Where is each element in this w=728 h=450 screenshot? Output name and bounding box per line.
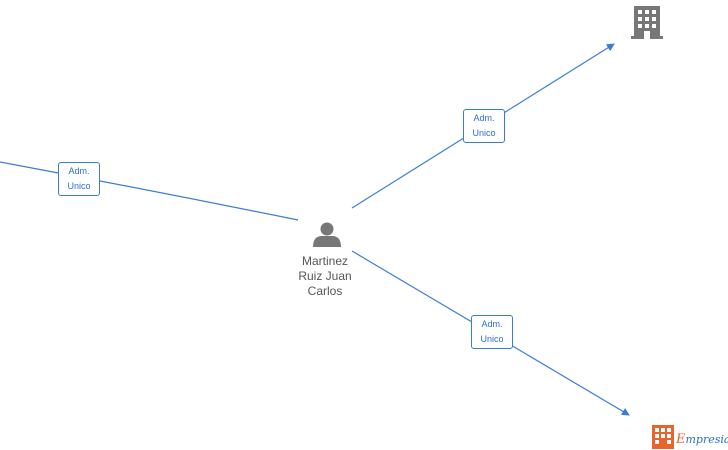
edge-label-line-2: Unico (67, 181, 91, 191)
edge-label-incoming[interactable]: Adm. Unico (58, 162, 100, 196)
edge-label-line-1: Adm. (481, 319, 503, 329)
edge-label-line-1: Adm. (473, 113, 495, 123)
person-name[interactable]: Martinez Ruiz Juan Carlos (283, 254, 367, 299)
watermark-text: Empresia (675, 432, 728, 447)
person-icon[interactable] (313, 222, 341, 248)
edge-line-incoming (0, 161, 299, 221)
edge-label-bottom-company[interactable]: Adm. Unico (471, 315, 513, 349)
person-name-line-1: Martinez (301, 254, 348, 268)
empresia-logo: Empresia (652, 425, 728, 449)
person-name-line-2: Ruiz Juan (298, 269, 352, 283)
watermark-initial: E (675, 432, 686, 447)
edge-label-top-company[interactable]: Adm. Unico (463, 109, 505, 143)
watermark-rest: mpresia (686, 433, 728, 446)
person-name-line-3: Carlos (307, 284, 343, 298)
building-icon[interactable] (631, 6, 663, 39)
edge-label-line-1: Adm. (68, 166, 90, 176)
edge-label-line-2: Unico (480, 334, 504, 344)
edge-label-line-2: Unico (472, 128, 496, 138)
